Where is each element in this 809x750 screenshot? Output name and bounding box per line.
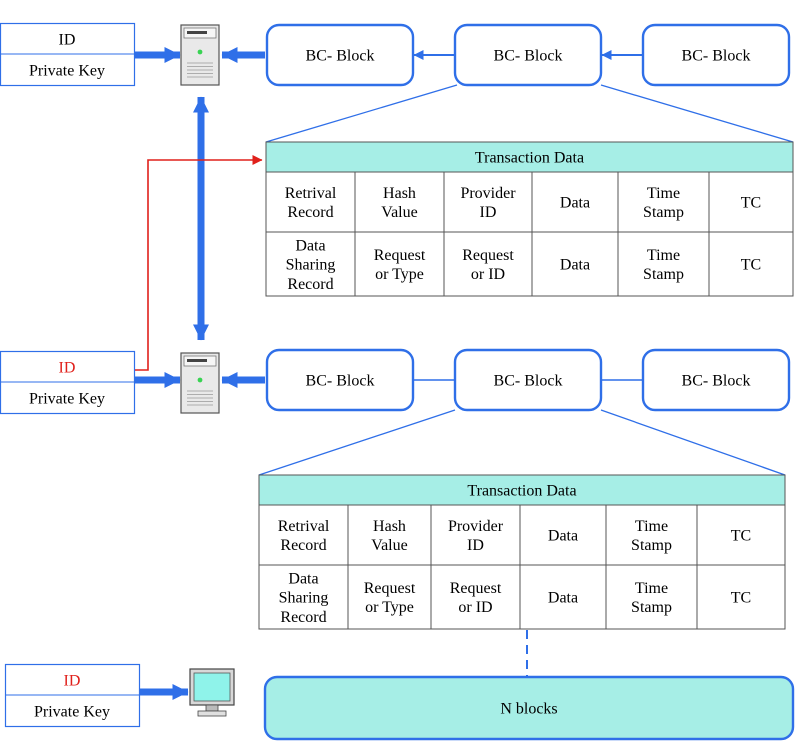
credential-box: ID Private Key — [0, 350, 136, 415]
table-cell: TC — [731, 528, 751, 545]
private-key-label: Private Key — [29, 391, 105, 408]
id-label: ID — [64, 673, 81, 690]
n-blocks: N blocks — [263, 675, 795, 741]
bc-block-label: BC- Block — [494, 48, 563, 65]
red-link-arrow — [135, 155, 263, 371]
blockchain-row: BC- Block BC- Block BC- Block — [265, 23, 791, 87]
private-key-label: Private Key — [34, 704, 110, 721]
table-title: Transaction Data — [475, 150, 584, 167]
private-key-label: Private Key — [29, 63, 105, 80]
bc-block — [265, 23, 415, 87]
zoom-line — [600, 409, 786, 476]
table-cell: Data — [548, 528, 578, 545]
monitor-icon — [189, 668, 235, 717]
server-icon — [180, 24, 220, 86]
zoom-line — [258, 409, 456, 476]
table-cell: TC — [741, 257, 761, 274]
bc-block-label: BC- Block — [682, 373, 751, 390]
id-label: ID — [59, 32, 76, 49]
bc-block-label: BC- Block — [494, 373, 563, 390]
id-label: ID — [59, 360, 76, 377]
n-blocks-label: N blocks — [500, 701, 557, 718]
table-row — [265, 231, 794, 297]
table-header — [258, 474, 786, 506]
table-row — [258, 564, 786, 630]
table-cell: TC — [741, 195, 761, 212]
table-title: Transaction Data — [467, 483, 576, 500]
table-row — [258, 504, 786, 566]
zoom-line — [600, 84, 794, 143]
server-icon — [180, 352, 220, 414]
blockchain-row: BC- Block BC- Block BC- Block — [265, 348, 791, 412]
credential-box: ID Private Key — [0, 22, 136, 87]
table-cell: Data — [548, 590, 578, 607]
credential-box: ID Private Key — [4, 663, 141, 728]
bc-block-label: BC- Block — [682, 48, 751, 65]
bc-block-label: BC- Block — [306, 373, 375, 390]
table-row — [265, 171, 794, 233]
table-cell: Data — [560, 195, 590, 212]
table-cell: Data — [560, 257, 590, 274]
table-cell: TC — [731, 590, 751, 607]
zoom-line — [265, 84, 458, 143]
bc-block-label: BC- Block — [306, 48, 375, 65]
